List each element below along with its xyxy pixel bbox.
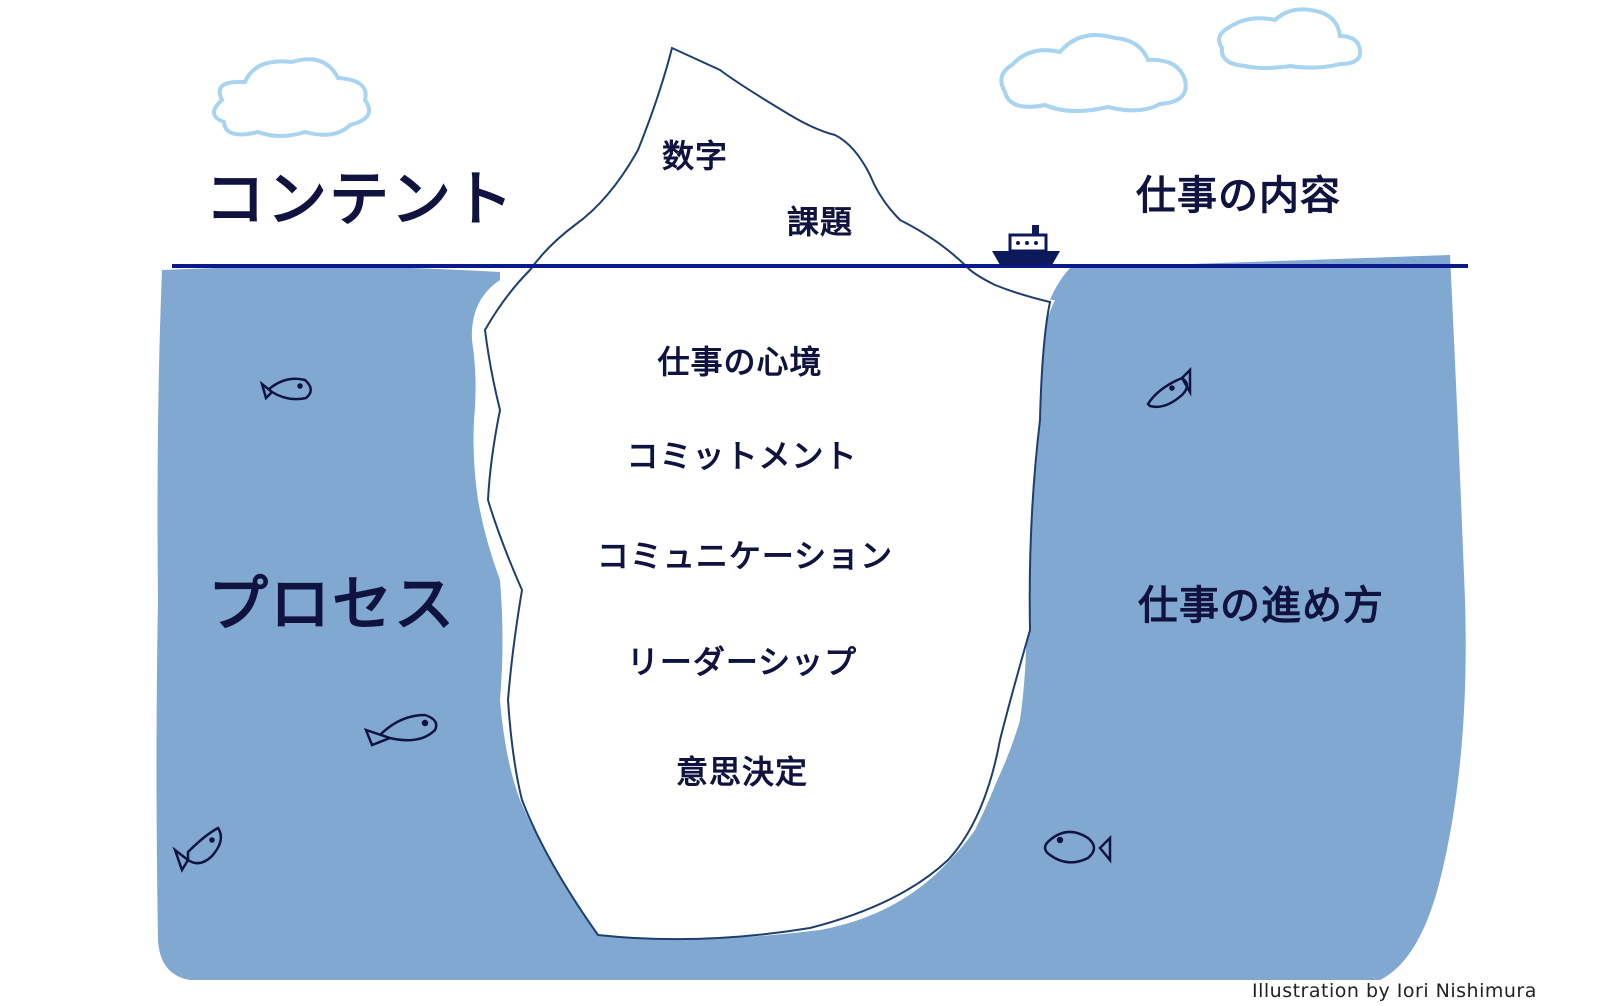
fish-icon: [259, 377, 312, 401]
submerged-item-decision: 意思決定: [675, 753, 809, 791]
fish-icon: [172, 826, 223, 873]
fish-icon: [1043, 830, 1112, 864]
iceberg: [483, 46, 1052, 941]
submerged-item-leadership: リーダーシップ: [626, 643, 858, 681]
label-work-method: 仕事の進め方: [1138, 583, 1384, 629]
label-content: コンテント: [205, 165, 515, 235]
label-process: プロセス: [208, 570, 456, 640]
illustration-credit: Illustration by Iori Nishimura: [1252, 980, 1537, 1002]
submerged-item-communication: コミュニケーション: [596, 537, 894, 575]
water: [156, 255, 1466, 980]
label-work-content: 仕事の内容: [1136, 173, 1341, 219]
cloud-icon: [999, 33, 1188, 114]
ship-icon: [992, 225, 1060, 265]
tip-item-numbers: 数字: [661, 137, 729, 175]
submerged-item-mindset: 仕事の心境: [657, 343, 823, 381]
tip-item-issues: 課題: [786, 203, 854, 241]
submerged-item-commitment: コミットメント: [626, 437, 858, 475]
fish-icon: [1146, 366, 1192, 409]
fish-icon: [363, 713, 438, 747]
cloud-icon: [1217, 7, 1363, 70]
cloud-icon: [212, 57, 371, 138]
